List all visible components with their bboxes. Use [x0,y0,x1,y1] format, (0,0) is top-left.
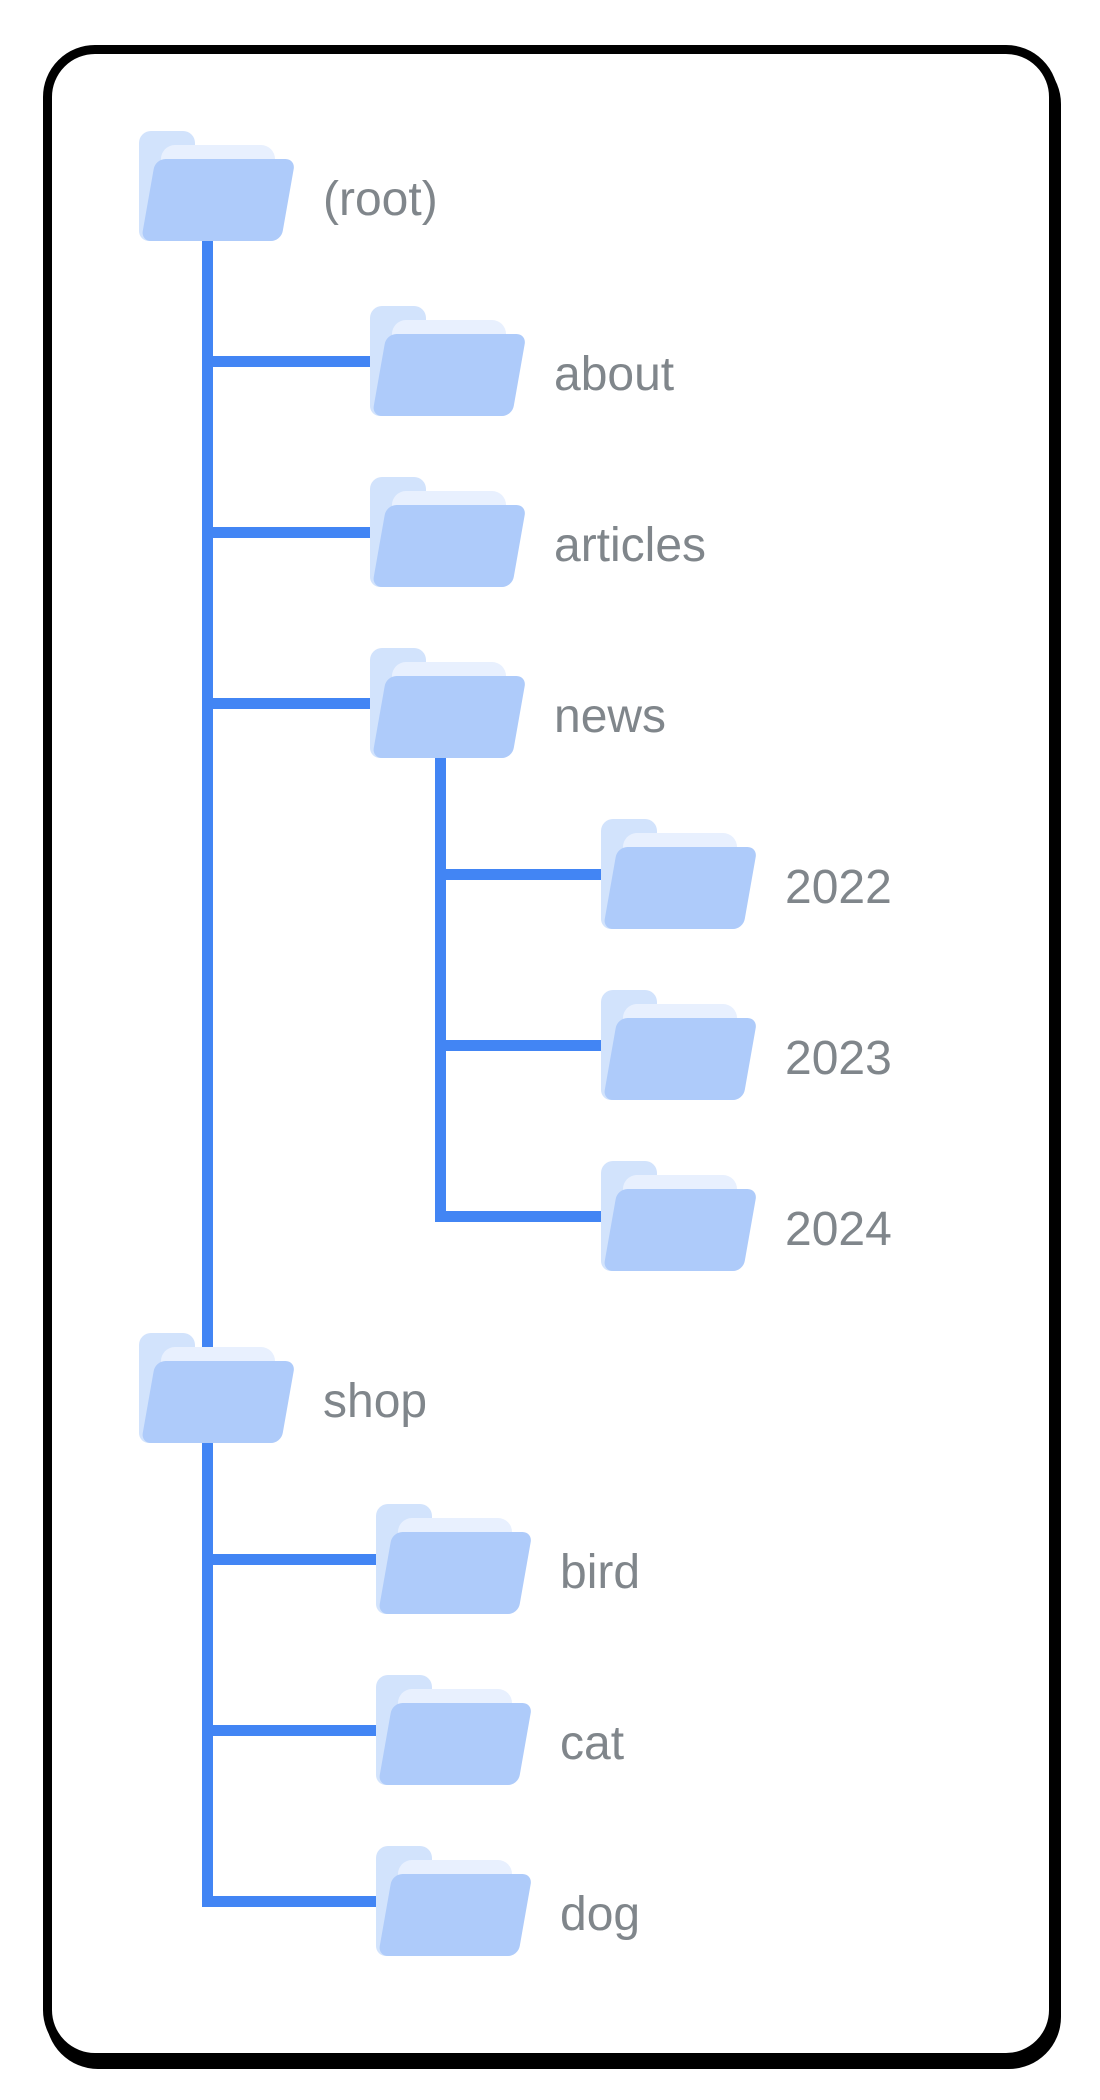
node-label: about [554,348,675,401]
node-label: dog [560,1888,641,1941]
folder-icon [139,1333,296,1443]
node-label: 2023 [785,1032,892,1085]
folder-front-shape [603,1189,758,1271]
node-label: articles [554,519,707,572]
trunk-line-news [435,700,446,1221]
node-label: 2022 [785,861,892,914]
node-label: news [554,690,667,743]
diagram-card [43,45,1058,2062]
folder-front-shape [372,676,527,758]
folder-icon [370,648,527,758]
folder-icon [370,477,527,587]
folder-front-shape [603,1018,758,1100]
node-label: shop [323,1375,428,1428]
tree-node-articles: articles [370,477,706,587]
folder-icon [370,306,527,416]
tree-node-cat: cat [376,1675,624,1785]
folder-front-shape [372,505,527,587]
folder-icon [376,1846,533,1956]
connector-about [202,356,376,367]
tree-node-dog: dog [376,1846,640,1956]
folder-front-shape [378,1532,533,1614]
tree-node-root: (root) [139,131,438,241]
folder-front-shape [141,1361,296,1443]
tree-node-shop: shop [139,1333,427,1443]
folder-icon [601,819,758,929]
tree-node-about: about [370,306,674,416]
tree-node-2022: 2022 [601,819,892,929]
tree-node-news: news [370,648,666,758]
folder-front-shape [603,847,758,929]
connector-news [202,698,376,709]
folder-icon [601,1161,758,1271]
folder-icon [376,1504,533,1614]
node-label: bird [560,1546,641,1599]
folder-icon [601,990,758,1100]
trunk-line-root [202,195,213,1906]
folder-front-shape [378,1874,533,1956]
connector-cat [202,1725,382,1736]
node-label: cat [560,1717,625,1770]
tree-node-bird: bird [376,1504,640,1614]
folder-icon [376,1675,533,1785]
connector-bird [202,1554,382,1565]
tree-node-2024: 2024 [601,1161,892,1271]
connector-2023 [435,1040,607,1051]
connector-2022 [435,869,607,880]
connector-articles [202,527,376,538]
connector-2024 [435,1211,607,1222]
folder-front-shape [141,159,296,241]
folder-front-shape [372,334,527,416]
node-label: (root) [323,173,438,226]
folder-icon [139,131,296,241]
tree-node-2023: 2023 [601,990,892,1100]
folder-front-shape [378,1703,533,1785]
connector-dog [202,1896,382,1907]
node-label: 2024 [785,1203,892,1256]
